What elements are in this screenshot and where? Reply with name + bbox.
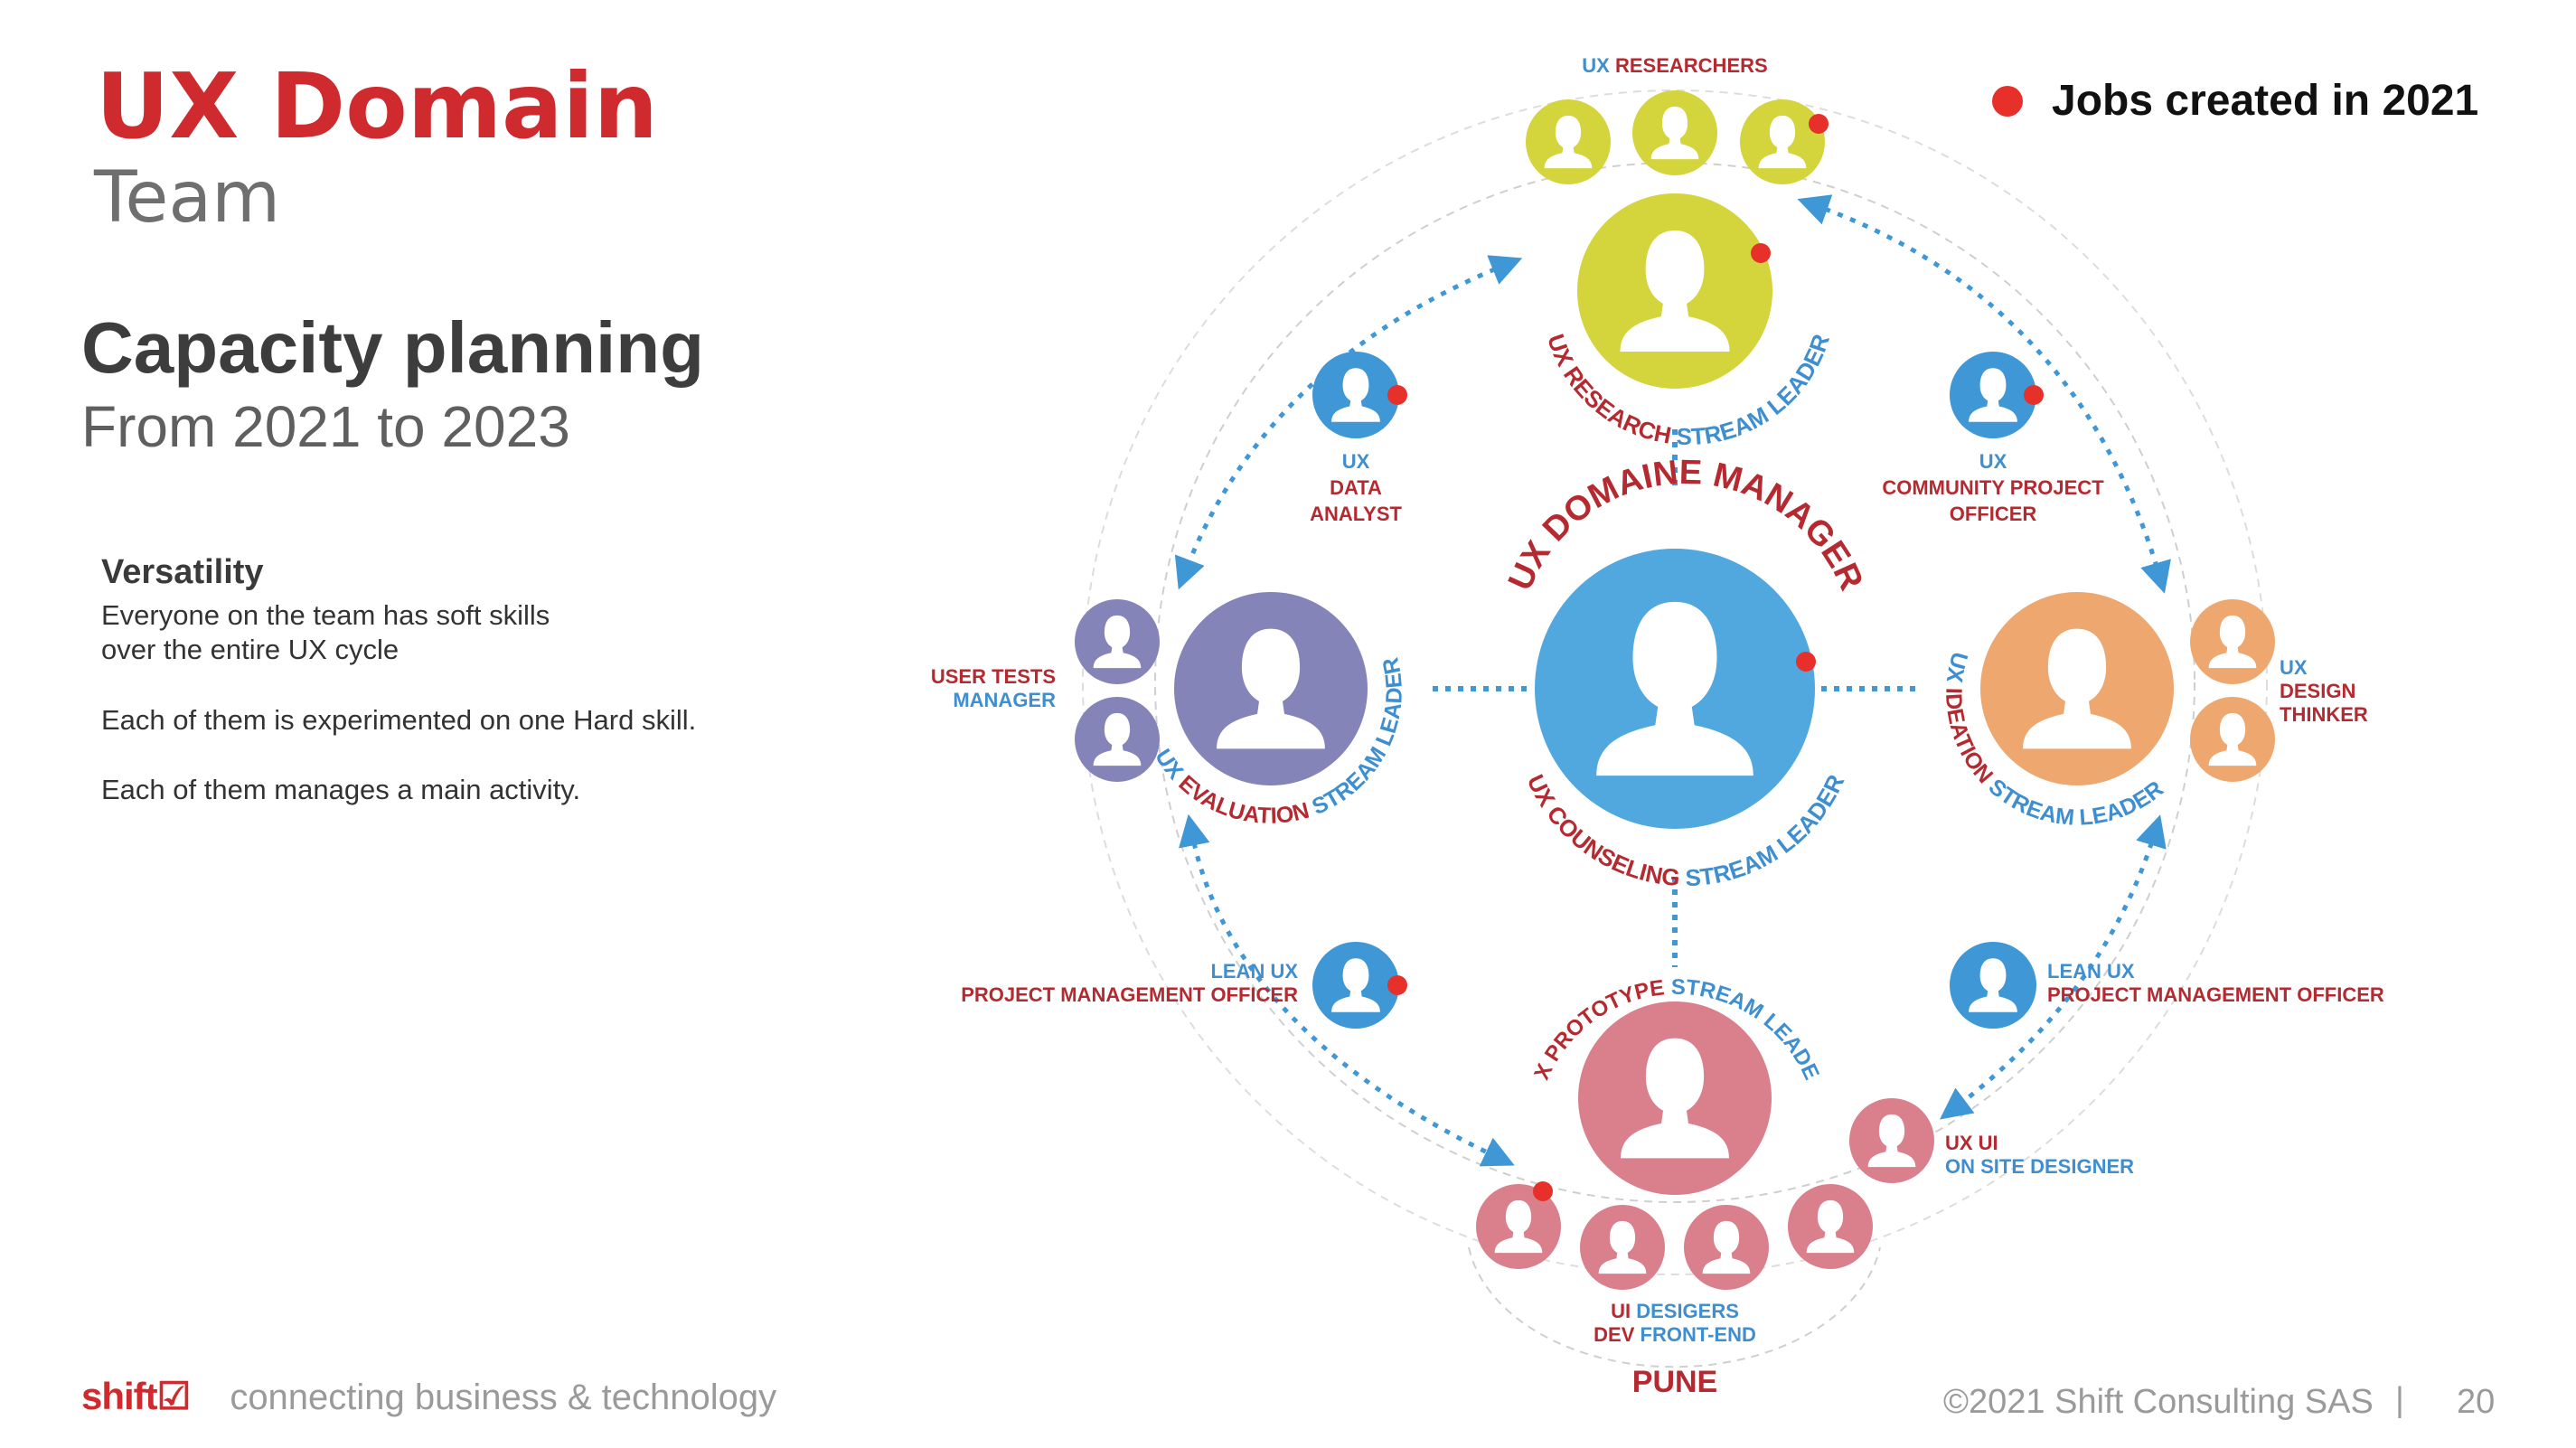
community-officer-label: OFFICER — [1950, 503, 2037, 525]
versatility-line: Everyone on the team has soft skills — [101, 599, 550, 631]
dev-front-end-label: DEV FRONT-END — [1594, 1323, 1756, 1346]
design-thinker-label: THINKER — [2280, 703, 2368, 726]
legend: Jobs created in 2021 — [1992, 76, 2478, 126]
ux-data-analyst-avatar — [1312, 352, 1407, 438]
footer-brand: shift☑ connecting business & technology — [81, 1374, 776, 1418]
ux-community-officer-avatar — [1950, 352, 2044, 438]
ux-design-thinker-avatar — [2190, 697, 2275, 782]
ui-designers-label: UI DESIGERS — [1611, 1300, 1739, 1322]
footer-separator: | — [2395, 1381, 2404, 1419]
cycle-arrow — [1174, 255, 1523, 590]
new-job-marker — [1533, 1181, 1553, 1201]
user-tests-manager-label: MANAGER — [953, 689, 1056, 711]
section-subtitle: From 2021 to 2023 — [81, 394, 570, 459]
page-number: 20 — [2457, 1383, 2496, 1421]
arc-label-red: UX PROTOTYPE — [0, 0, 1666, 1084]
ux-ui-designer-label: ON SITE DESIGNER — [1945, 1155, 2134, 1178]
lean-ux-pmo-label: PROJECT MANAGEMENT OFFICER — [961, 983, 1298, 1006]
page-title: UX Domain — [96, 53, 658, 159]
ux-researcher-avatar — [1526, 99, 1611, 184]
new-job-marker — [1387, 975, 1407, 995]
new-job-marker — [1387, 385, 1407, 405]
design-thinker-label: UX — [2280, 656, 2308, 679]
versatility-heading: Versatility — [101, 553, 264, 591]
ux-prototype-leader-avatar — [1578, 1001, 1772, 1195]
lean-ux-pmo-avatar — [1312, 942, 1407, 1029]
new-job-marker — [1809, 114, 1829, 134]
footer-copyright: ©2021 Shift Consulting SAS — [1943, 1383, 2374, 1421]
section-title: Capacity planning — [81, 307, 704, 388]
lean-ux-pmo-label: PROJECT MANAGEMENT OFFICER — [2047, 983, 2384, 1006]
cycle-arrow — [1940, 814, 2167, 1120]
data-analyst-label: ANALYST — [1310, 503, 1402, 525]
ux-ui-designer-label: UX UI — [1945, 1132, 1998, 1154]
shift-logo: shift☑ — [81, 1375, 191, 1417]
design-thinker-label: DESIGN — [2280, 680, 2355, 702]
new-job-marker — [2024, 385, 2044, 405]
arc-label-blue: UX — [1941, 649, 1973, 684]
legend-dot-icon — [1992, 85, 2023, 117]
lean-ux-pmo-label: LEAN UX — [1210, 960, 1298, 983]
new-job-marker — [1751, 243, 1771, 263]
user-tests-manager-label: USER TESTS — [931, 665, 1056, 688]
data-analyst-label: DATA — [1330, 476, 1382, 499]
new-job-marker — [1796, 652, 1816, 672]
community-officer-label: COMMUNITY PROJECT — [1882, 476, 2104, 499]
versatility-line: Each of them is experimented on one Hard… — [101, 704, 697, 736]
ux-design-thinker-avatar — [2190, 599, 2275, 684]
front-end-dev-avatar — [1684, 1205, 1769, 1290]
ux-research-leader-avatar — [1577, 193, 1772, 389]
legend-label: Jobs created in 2021 — [2052, 77, 2479, 125]
user-tests-manager-avatar — [1075, 697, 1160, 782]
page-subtitle: Team — [94, 157, 281, 239]
footer-tagline: connecting business & technology — [230, 1377, 777, 1417]
cycle-arrow — [1179, 813, 1515, 1167]
ux-ui-onsite-designer-avatar — [1849, 1098, 1934, 1183]
lean-ux-pmo-label: LEAN UX — [2047, 960, 2135, 983]
community-officer-label: UX — [1979, 450, 2007, 473]
ui-designer-avatar — [1476, 1181, 1561, 1269]
ux-evaluation-leader-avatar — [1174, 592, 1368, 785]
user-tests-manager-avatar — [1075, 599, 1160, 684]
ux-researcher-avatar — [1740, 99, 1829, 184]
pune-location-label: PUNE — [1632, 1365, 1717, 1399]
ux-domain-manager-avatar — [1535, 549, 1816, 829]
lean-ux-pmo-avatar — [1950, 942, 2036, 1029]
ux-researcher-avatar — [1632, 90, 1717, 175]
ui-designer-avatar — [1580, 1205, 1665, 1290]
versatility-line: over the entire UX cycle — [101, 634, 400, 665]
ux-ideation-leader-avatar — [1980, 592, 2174, 785]
ux-researchers-label: UX RESEARCHERS — [1582, 54, 1767, 77]
data-analyst-label: UX — [1342, 450, 1370, 473]
front-end-dev-avatar — [1788, 1184, 1873, 1269]
outer-ring — [1082, 89, 2268, 1275]
versatility-line: Each of them manages a main activity. — [101, 774, 581, 805]
